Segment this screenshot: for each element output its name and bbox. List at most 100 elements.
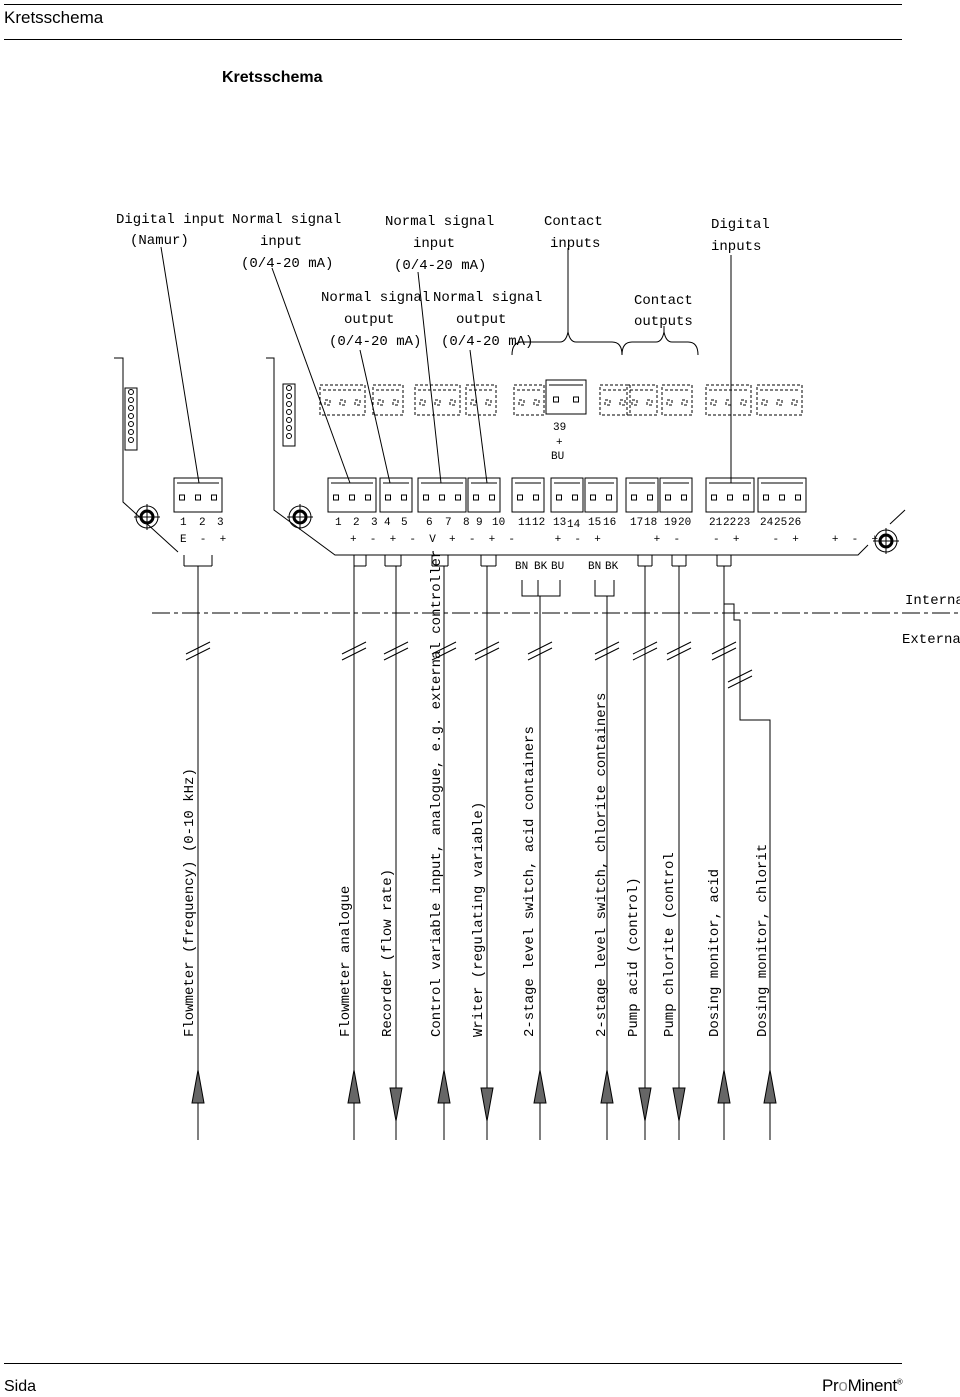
- cut-mark: [666, 647, 692, 661]
- label-recorder-flow-rate: Recorder (flow rate): [380, 869, 396, 1037]
- normal-output-1-leader: [359, 349, 391, 484]
- label-contact-inputs-b: inputs: [550, 236, 600, 252]
- status-led: [128, 389, 134, 395]
- normal-input-1-leader: [271, 267, 351, 484]
- upper-connector-row: [319, 379, 803, 416]
- zone-internal-label: Internal: [905, 593, 960, 609]
- terminal-1: 1: [180, 517, 187, 529]
- arrow-down-icon: [638, 1087, 652, 1122]
- connector-block: [599, 384, 631, 416]
- terminal-1: 1: [335, 517, 342, 529]
- terminal-16: 16: [603, 517, 616, 529]
- terminal-39-connector: [545, 379, 587, 415]
- label-normal-input-1-c: (0/4-20 mA): [241, 256, 333, 272]
- arrow-up-icon: [600, 1069, 614, 1104]
- terminal-18: 18: [644, 517, 657, 529]
- label-normal-output-1-b: output: [344, 312, 394, 328]
- header-bottom-rule: [4, 39, 902, 40]
- cut-mark: [711, 647, 737, 661]
- upper-connector: [372, 384, 404, 416]
- cut-mark: [711, 641, 737, 655]
- status-led: [128, 437, 134, 443]
- cut-mark: [527, 641, 553, 655]
- upper-connector: [513, 384, 545, 416]
- arrow-up-icon: [763, 1069, 777, 1104]
- status-led: [128, 421, 134, 427]
- arrow-up-icon: [191, 1069, 205, 1104]
- terminal-21: 21: [709, 517, 723, 529]
- terminal-8: 8: [463, 517, 470, 529]
- terminal-connector: [173, 477, 223, 513]
- label-normal-input-1-a: Normal signal: [232, 212, 341, 228]
- cut-mark: [185, 647, 211, 661]
- label-flowmeter-analogue: Flowmeter analogue: [338, 886, 354, 1037]
- status-led: [286, 433, 292, 439]
- label-normal-output-1-c: (0/4-20 mA): [329, 334, 421, 350]
- terminal-7: 7: [445, 517, 452, 529]
- wire-color-bu: BU: [551, 561, 564, 573]
- wire-color-bk: BK: [605, 561, 619, 573]
- connector-block: [465, 384, 497, 416]
- cut-mark: [431, 641, 457, 655]
- connector-block: [626, 384, 658, 416]
- cut-mark: [594, 647, 620, 661]
- connector-block: [756, 384, 803, 416]
- label-normal-input-1-b: input: [260, 234, 302, 250]
- label-normal-output-2-c: (0/4-20 mA): [441, 334, 533, 350]
- status-led: [286, 409, 292, 415]
- arrow-up-icon: [533, 1069, 547, 1104]
- label-digital-input: Digital input: [116, 212, 225, 228]
- arrow-up-icon: [437, 1069, 451, 1104]
- terminal-13: 13: [553, 517, 566, 529]
- terminal-connector: [757, 477, 807, 513]
- terminal-connector: [550, 477, 584, 513]
- terminal-39-number: 39: [553, 422, 566, 434]
- terminal-connector: [327, 477, 377, 513]
- cut-mark: [341, 647, 367, 661]
- cut-mark: [474, 647, 500, 661]
- arrow-down-icon: [389, 1087, 403, 1122]
- status-led: [286, 393, 292, 399]
- terminal-25: 25: [774, 517, 787, 529]
- terminal-3: 3: [371, 517, 378, 529]
- upper-connector: [705, 384, 752, 416]
- label-flowmeter-frequency: Flowmeter (frequency) (0-10 kHz): [182, 768, 198, 1037]
- wire-color-bk: BK: [534, 561, 548, 573]
- terminal-12: 12: [532, 517, 545, 529]
- document-heading: Kretsschema: [222, 69, 323, 86]
- zone-external-label: External: [902, 632, 960, 648]
- terminal-connector: [379, 477, 413, 513]
- header-top-rule: [4, 4, 902, 5]
- label-normal-output-2-b: output: [456, 312, 506, 328]
- terminal-11: 11: [518, 517, 532, 529]
- label-level-switch-chlorite: 2-stage level switch, chlorite container…: [594, 693, 610, 1037]
- cut-mark: [594, 641, 620, 655]
- upper-connector: [465, 384, 497, 416]
- screw-icon: [287, 504, 313, 530]
- signal-direction-arrows: [191, 1069, 777, 1122]
- label-normal-input-2-a: Normal signal: [385, 214, 494, 230]
- connector-block: [513, 384, 545, 416]
- terminal-22: 22: [723, 517, 736, 529]
- terminal-19: 19: [664, 517, 677, 529]
- cut-mark: [383, 641, 409, 655]
- label-writer-regulating-variable: Writer (regulating variable): [471, 802, 487, 1037]
- wire-color-bn: BN: [588, 561, 601, 573]
- connector-block: [319, 384, 366, 416]
- label-pump-acid: Pump acid (control): [626, 877, 642, 1037]
- label-normal-output-1-a: Normal signal: [321, 290, 430, 306]
- cable-cut-marks: [185, 641, 753, 689]
- label-control-variable-input: Control variable input, analogue, e.g. e…: [429, 550, 445, 1037]
- terminal-connector: [417, 477, 467, 513]
- terminal-24: 24: [760, 517, 774, 529]
- normal-output-2-leader: [469, 349, 488, 484]
- terminal-connector: [705, 477, 755, 513]
- terminal-17: 17: [630, 517, 643, 529]
- contact-outputs-brace: [621, 331, 699, 356]
- terminal-39-color: BU: [551, 451, 564, 463]
- connector-block: [661, 384, 693, 416]
- main-led-strip: [282, 383, 296, 447]
- upper-connector: [661, 384, 693, 416]
- terminal-connector: [625, 477, 659, 513]
